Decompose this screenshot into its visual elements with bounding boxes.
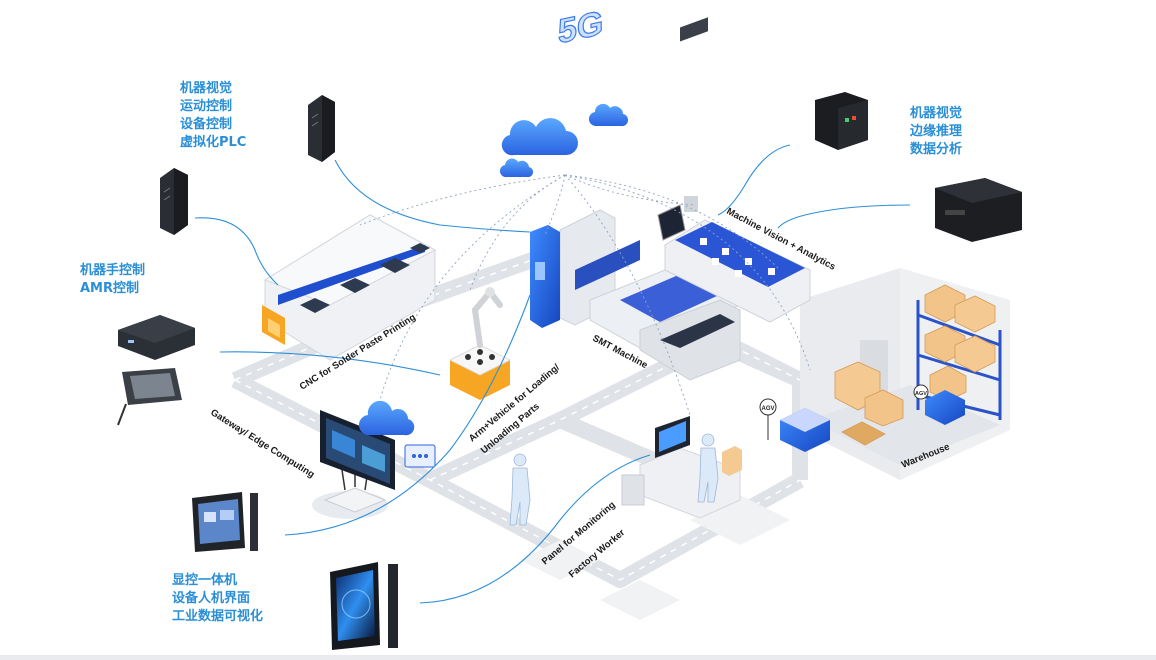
panel-pc-small <box>192 492 258 552</box>
wireless-links <box>359 174 811 416</box>
callout-text: 机器视觉 <box>910 106 963 121</box>
industrial-pc-vertical-left <box>160 168 188 235</box>
agv-label-right: AGV <box>915 391 927 397</box>
monitoring-station <box>621 416 742 519</box>
cardboard-boxes <box>834 284 996 446</box>
callout-text: 机器视觉 <box>180 81 233 96</box>
5g-label: 5G <box>558 4 603 51</box>
callout-vision-motion: 机器视觉 运动控制 设备控制 虚拟化PLC <box>180 80 246 152</box>
callout-text: 虚拟化PLC <box>180 135 247 150</box>
callout-vision-edge: 机器视觉 边缘推理 数据分析 <box>910 105 962 159</box>
callout-text: 设备控制 <box>180 117 233 132</box>
callout-robot-amr: 机器手控制 AMR控制 <box>80 262 145 298</box>
callout-text: 显控一体机 <box>172 573 238 588</box>
industrial-pc-vertical-top <box>308 95 335 162</box>
agv-label-left: AGV <box>761 406 774 412</box>
callout-text: 数据分析 <box>910 142 963 157</box>
panel-pc-large <box>330 562 398 650</box>
smt-machine <box>530 17 741 381</box>
callout-display-hmi: 显控一体机 设备人机界面 工业数据可视化 <box>172 572 263 626</box>
connector-lines <box>194 144 911 604</box>
handheld-terminal <box>117 368 182 426</box>
callout-text: 设备人机界面 <box>172 591 251 606</box>
agv-robot-right: AGV <box>913 384 965 425</box>
factory-workers <box>509 433 719 526</box>
callout-text: 边缘推理 <box>910 124 963 139</box>
vision-conveyor <box>657 196 811 323</box>
rack-server-top-right <box>815 92 868 150</box>
fanless-box-pc <box>118 315 195 360</box>
callout-text: 机器手控制 <box>80 263 146 278</box>
callout-text: 运动控制 <box>180 99 233 114</box>
arm-vehicle <box>448 287 512 400</box>
callout-text: 工业数据可视化 <box>172 609 264 624</box>
bottom-border <box>0 655 1156 660</box>
cnc-machine <box>262 214 437 361</box>
rack-server-right <box>935 178 1022 242</box>
gateway-edge <box>312 400 436 519</box>
callout-text: AMR控制 <box>80 281 140 296</box>
agv-robot-left: AGV <box>759 398 830 452</box>
5g-cloud: 5G <box>499 3 629 178</box>
